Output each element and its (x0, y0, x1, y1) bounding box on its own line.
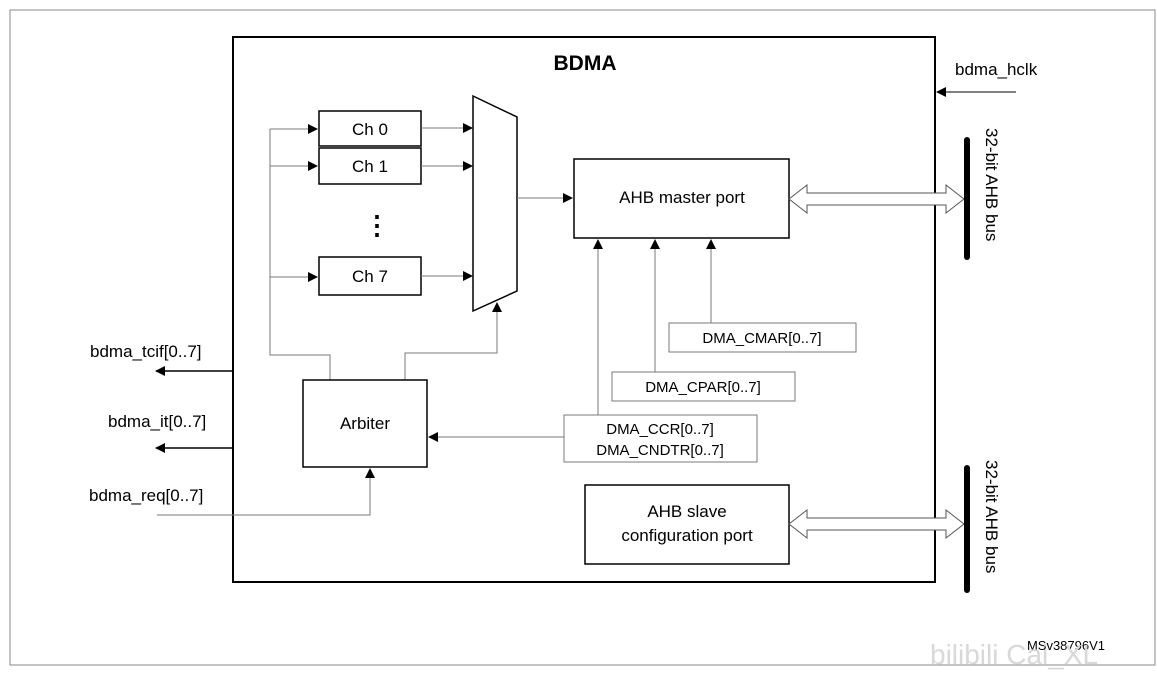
ahb-master-port-block (573, 158, 790, 239)
ahb-slave-label-line1: AHB slave (647, 502, 726, 521)
cmar-register (668, 322, 857, 353)
ahb-master-port-label: AHB master port (619, 188, 745, 207)
channel-7-block (318, 256, 422, 296)
bdma-block (232, 36, 936, 583)
ahb-slave-label-line2: configuration port (621, 526, 753, 545)
cmar-register-label: DMA_CMAR[0..7] (702, 330, 821, 347)
channel-7-label: Ch 7 (352, 267, 388, 286)
ccr-register-label: DMA_CCR[0..7] (606, 421, 714, 438)
channel-multiplexer (472, 94, 518, 313)
master-bus-double-arrow (788, 183, 965, 215)
arbiter-block (302, 379, 428, 468)
figure-code: MSv38796V1 (1027, 638, 1105, 653)
channel-0-block (318, 110, 422, 147)
it-signal-label: bdma_it[0..7] (108, 412, 206, 431)
arbiter-to-mux-line (404, 312, 498, 380)
channel-ellipsis: ⋮ (364, 210, 390, 240)
cndtr-register-label: DMA_CNDTR[0..7] (596, 442, 724, 459)
req-signal-label: bdma_req[0..7] (89, 486, 203, 505)
channel-1-label: Ch 1 (352, 157, 388, 176)
channel-0-label: Ch 0 (352, 120, 388, 139)
ahb-slave-port-block (584, 484, 790, 565)
arbiter-channel-bus (269, 129, 331, 380)
bdma-title: BDMA (554, 52, 617, 75)
master-bus-label: 32-bit AHB bus (982, 128, 1001, 241)
figure-frame (9, 9, 1156, 666)
clock-label: bdma_hclk (955, 60, 1038, 79)
slave-bus-label: 32-bit AHB bus (982, 460, 1001, 573)
ccr-cndtr-register (563, 414, 758, 463)
slave-bus-double-arrow (788, 508, 965, 540)
watermark: bilibili Cai_XL (930, 639, 1098, 670)
arbiter-label: Arbiter (340, 414, 390, 433)
cpar-register-label: DMA_CPAR[0..7] (645, 379, 761, 396)
channel-1-block (318, 147, 422, 185)
tcif-signal-label: bdma_tcif[0..7] (90, 342, 202, 361)
cpar-register (611, 371, 796, 402)
